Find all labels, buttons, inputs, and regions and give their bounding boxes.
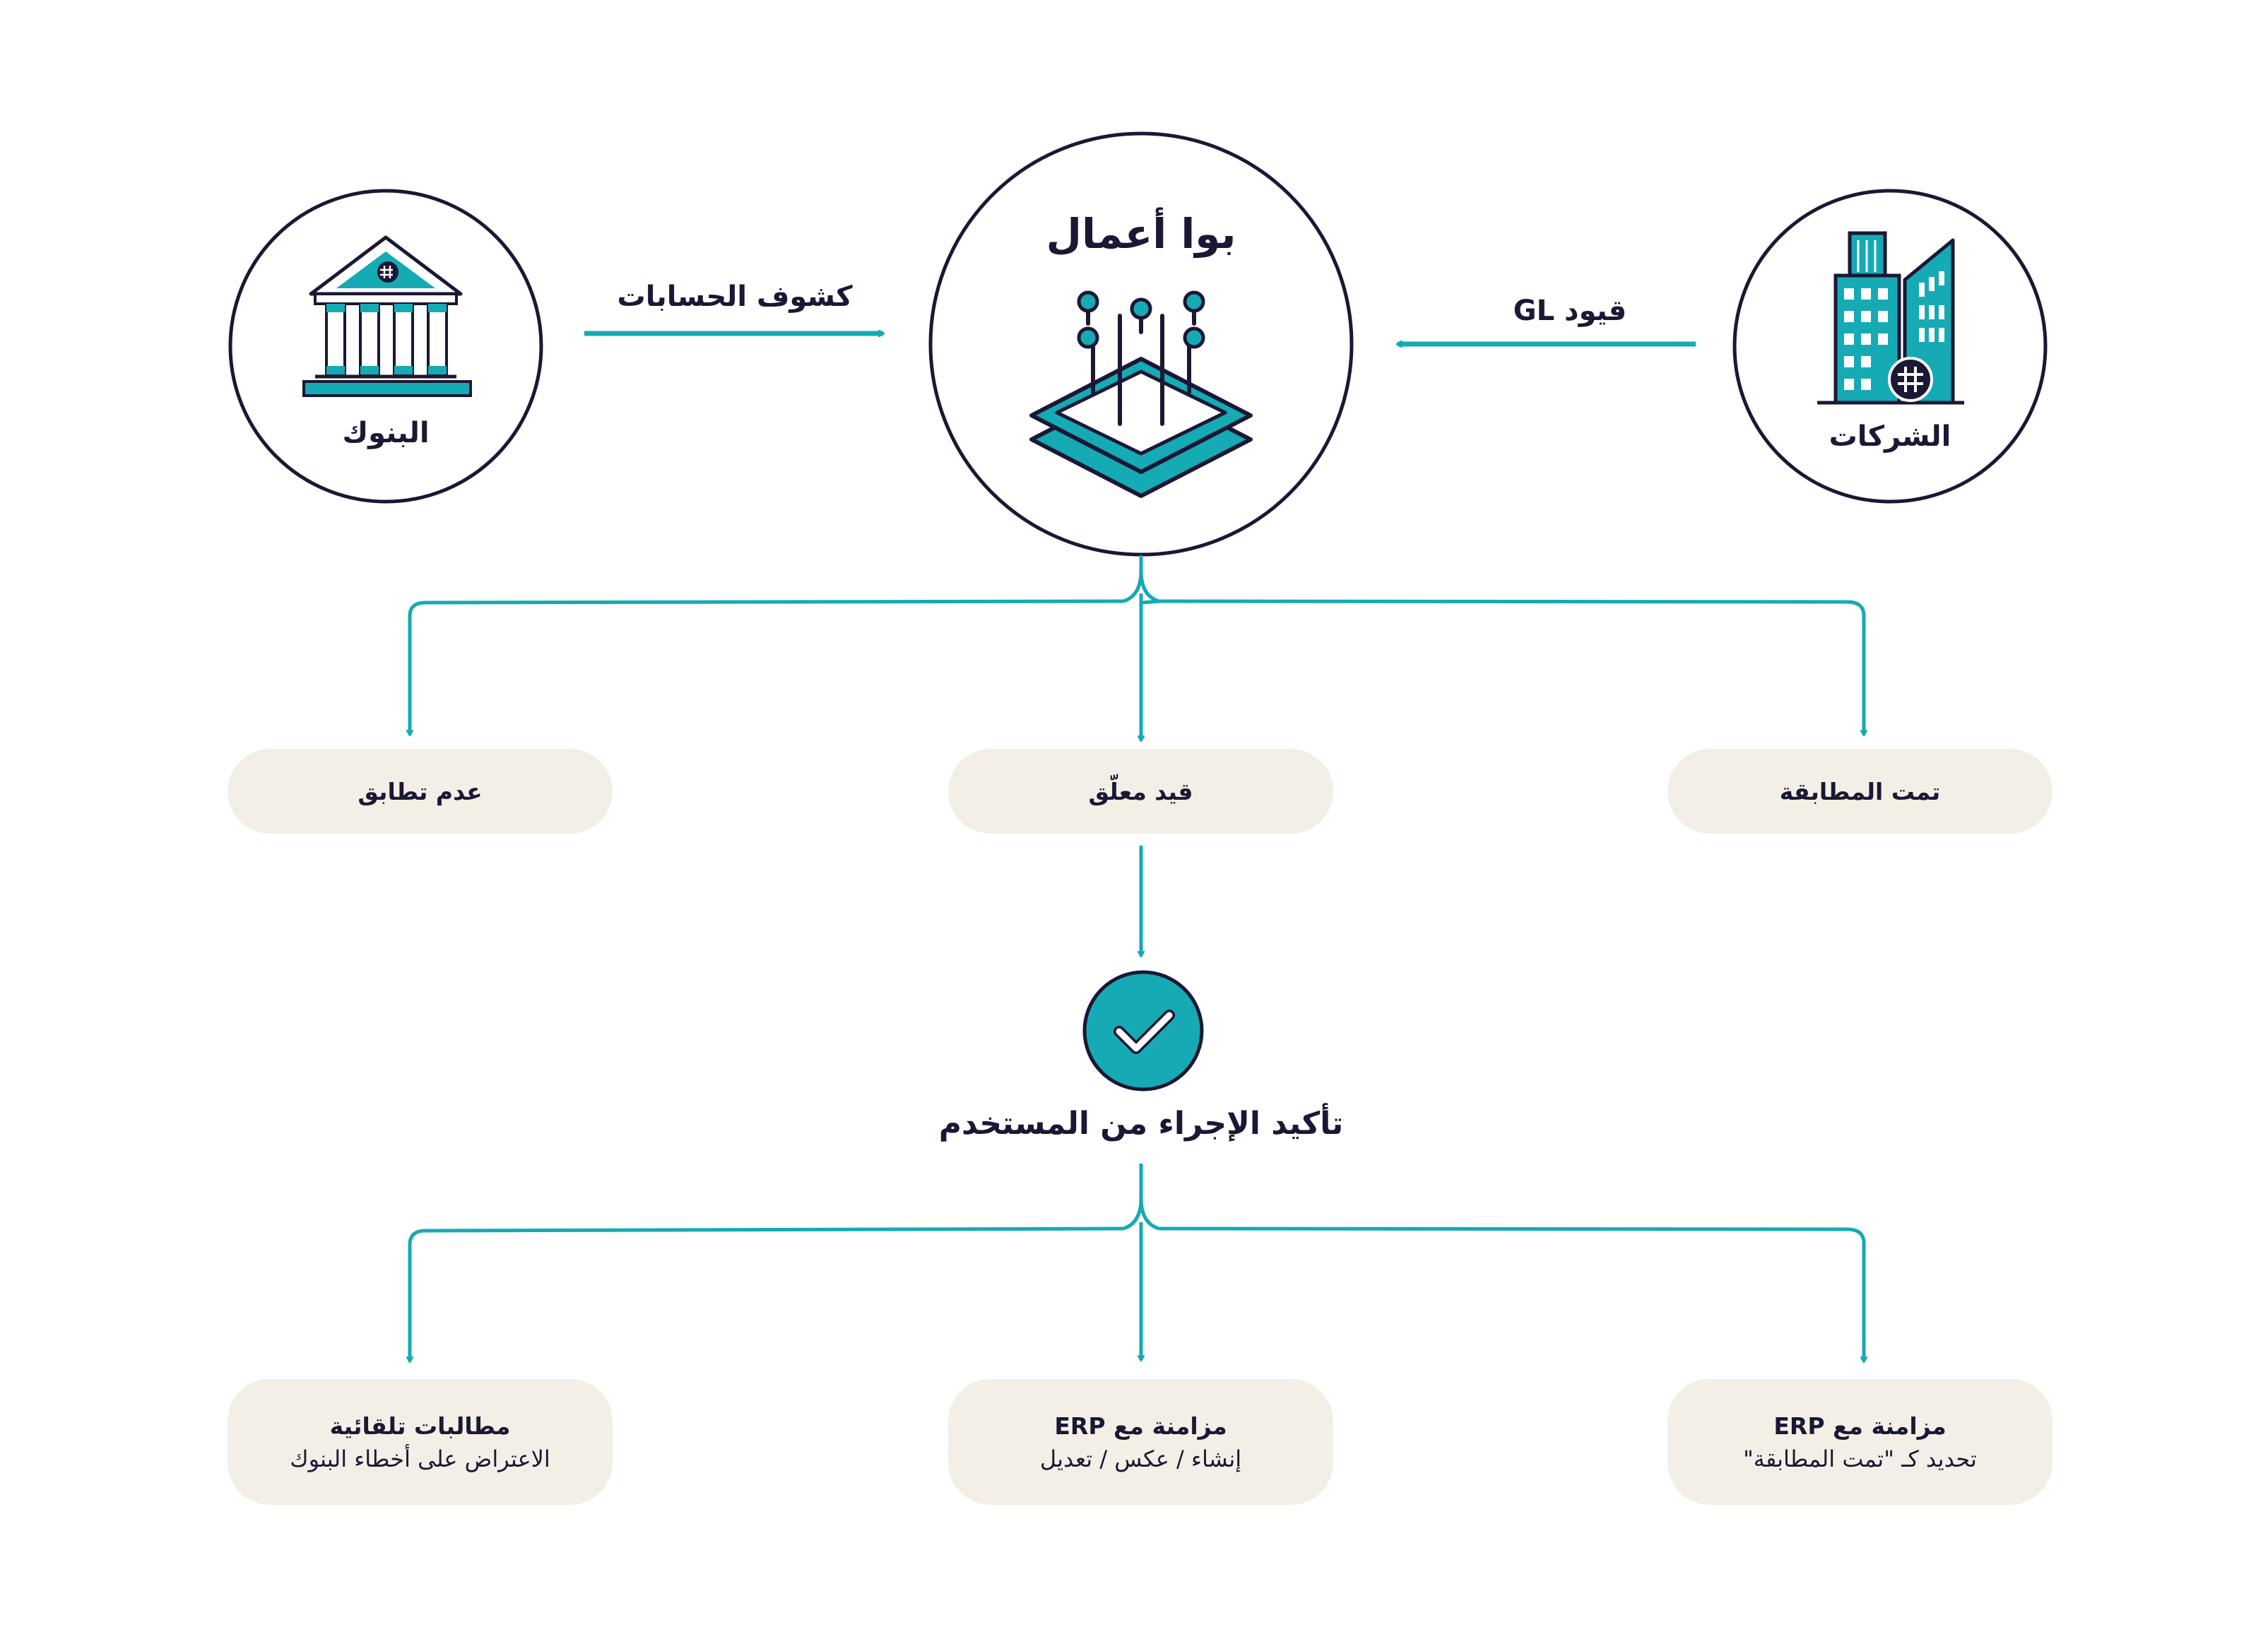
outcome-subtitle: الاعتراض على أخطاء البنوك xyxy=(290,1445,550,1472)
riyal-symbol xyxy=(1888,357,1933,402)
companies-node-label: الشركات xyxy=(1829,420,1951,453)
riyal-symbol xyxy=(377,261,398,283)
banks-node-label: البنوك xyxy=(342,417,430,449)
checkmark-icon xyxy=(1082,970,1204,1092)
status-mismatch-label: عدم تطابق xyxy=(358,777,483,805)
status-pill-pending: قيد معلّق xyxy=(948,749,1333,834)
outcome-subtitle: إنشاء / عكس / تعديل xyxy=(1039,1445,1242,1472)
center-node-circle xyxy=(928,131,1354,557)
outcome-title: مزامنة مع ERP xyxy=(1773,1412,1947,1440)
chip-icon xyxy=(1029,290,1253,498)
branch-top xyxy=(410,555,1864,740)
status-matched-label: تمت المطابقة xyxy=(1779,777,1941,805)
outcome-pill-auto-claims: مطالبات تلقائية الاعتراض على أخطاء البنو… xyxy=(228,1379,613,1505)
banks-node-circle xyxy=(228,189,543,504)
gl-edge-label: قيود GL xyxy=(1513,295,1627,327)
outcome-title: مزامنة مع ERP xyxy=(1054,1412,1227,1440)
outcome-pill-erp-matched: مزامنة مع ERP تحديد كـ "تمت المطابقة" xyxy=(1667,1379,2053,1505)
status-pill-mismatch: عدم تطابق xyxy=(228,749,613,834)
branch-bottom xyxy=(410,1164,1864,1361)
outcome-pill-erp-edit: مزامنة مع ERP إنشاء / عكس / تعديل xyxy=(948,1379,1333,1505)
outcome-title: مطالبات تلقائية xyxy=(329,1412,511,1440)
center-node-title: بوا أعمال xyxy=(1046,210,1236,258)
outcome-subtitle: تحديد كـ "تمت المطابقة" xyxy=(1743,1445,1977,1472)
status-pending-label: قيد معلّق xyxy=(1088,777,1193,805)
bank-icon xyxy=(302,235,472,397)
status-pill-matched: تمت المطابقة xyxy=(1667,749,2053,834)
buildings-icon xyxy=(1817,231,1964,405)
statements-edge-label: كشوف الحسابات xyxy=(617,280,853,313)
confirm-action-label: تأكيد الإجراء من المستخدم xyxy=(938,1106,1344,1142)
